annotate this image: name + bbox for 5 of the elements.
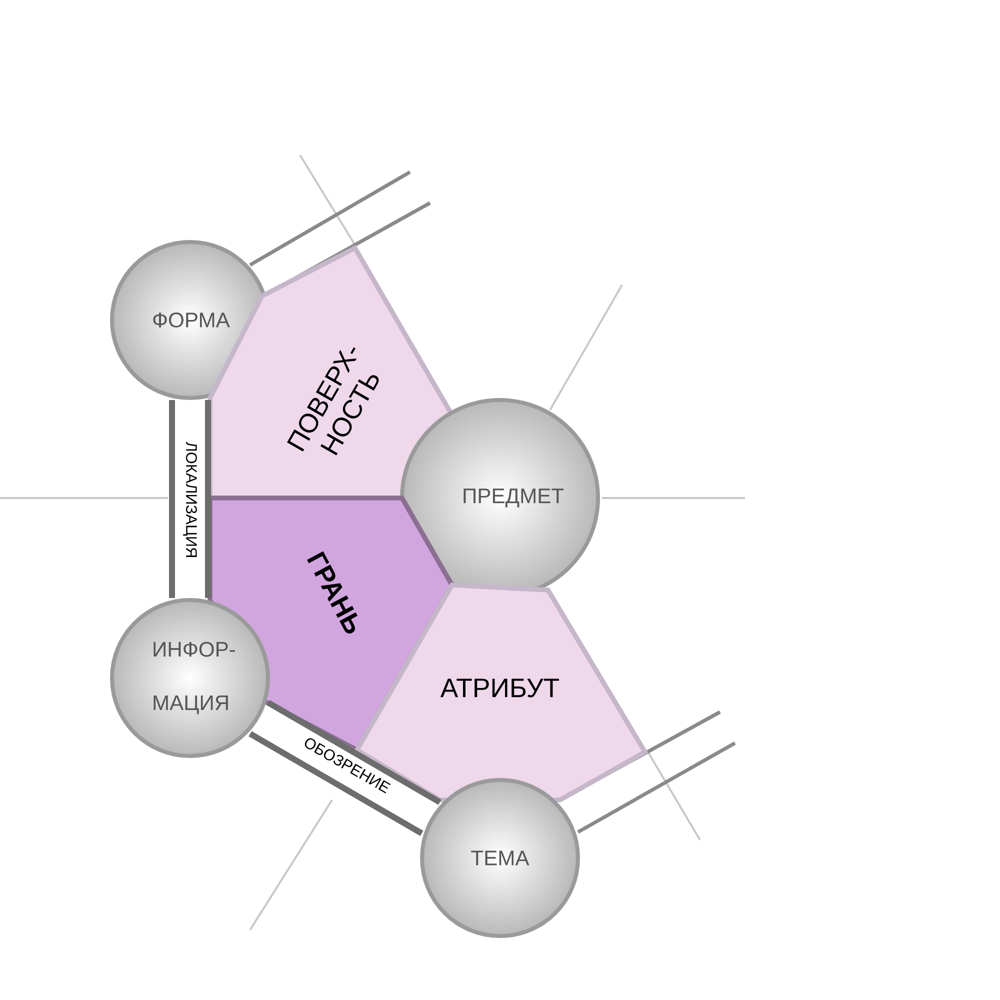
sphere-node: ТЕМА	[420, 778, 580, 938]
band-connector	[248, 700, 442, 836]
sphere-node: ИНФОР- МАЦИЯ	[110, 598, 270, 758]
edge-label: ЛОКАЛИЗАЦИЯ	[183, 442, 197, 557]
band-connector	[169, 400, 211, 598]
